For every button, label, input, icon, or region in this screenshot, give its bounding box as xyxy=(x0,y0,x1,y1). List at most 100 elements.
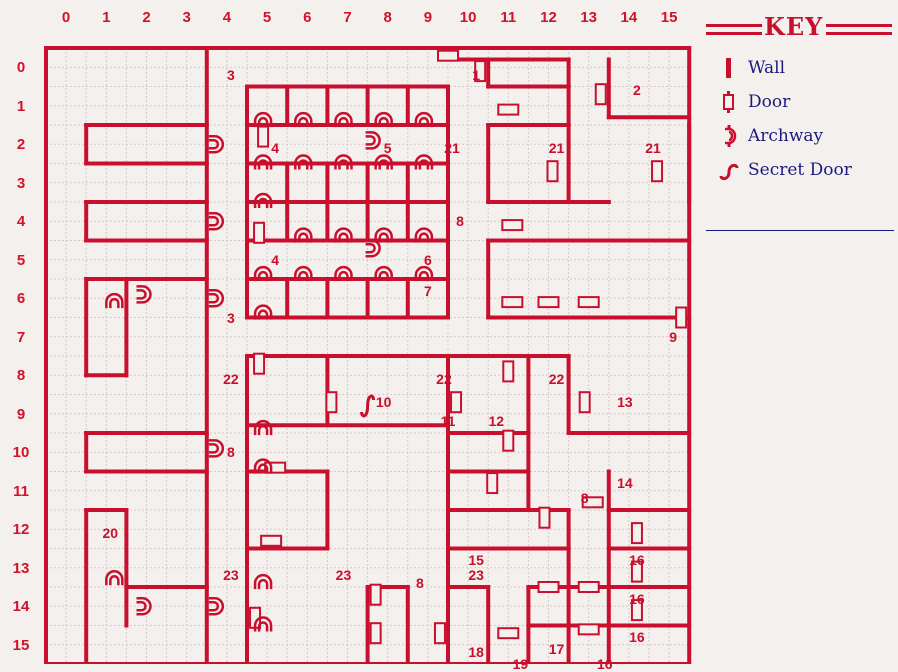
room-number-22: 22 xyxy=(223,371,239,388)
archway-icon xyxy=(294,265,313,282)
row-label: 8 xyxy=(16,367,26,385)
archway-icon xyxy=(334,111,353,128)
door-icon xyxy=(433,622,446,645)
column-label: 8 xyxy=(383,9,392,26)
map-walls xyxy=(44,46,692,664)
archway-icon xyxy=(253,458,273,474)
door-icon xyxy=(723,91,734,113)
archway-icon xyxy=(253,154,273,170)
door-icon xyxy=(546,160,559,183)
door-icon xyxy=(486,472,499,495)
archway-icon xyxy=(208,135,225,154)
room-number-17: 17 xyxy=(548,640,565,657)
room-number-3: 3 xyxy=(227,309,235,326)
archway-icon xyxy=(208,597,225,616)
key-label-secret-door: Secret Door xyxy=(748,160,852,180)
door-icon xyxy=(450,391,463,414)
column-label: 0 xyxy=(61,9,71,26)
door-icon xyxy=(651,160,664,183)
archway-icon xyxy=(374,227,393,243)
wall-icon xyxy=(726,58,731,78)
archway-icon xyxy=(208,439,225,458)
row-label: 5 xyxy=(16,251,26,269)
key-label-wall: Wall xyxy=(748,58,786,78)
row-label: 7 xyxy=(16,328,26,346)
column-label: 1 xyxy=(102,9,111,26)
row-label: 9 xyxy=(16,405,26,423)
door-icon xyxy=(497,103,520,116)
room-number-11: 11 xyxy=(440,413,456,430)
key-title: KEY xyxy=(696,10,898,50)
secret-door-icon xyxy=(360,394,376,418)
column-label: 9 xyxy=(423,9,433,26)
column-label: 14 xyxy=(620,9,638,26)
door-icon xyxy=(501,296,524,309)
room-number-2: 2 xyxy=(633,82,641,99)
row-label: 4 xyxy=(16,213,26,231)
room-number-5: 5 xyxy=(383,140,392,157)
archway-icon xyxy=(136,597,152,616)
door-icon xyxy=(437,49,459,62)
column-label: 11 xyxy=(500,9,517,26)
archway-icon xyxy=(105,292,124,309)
archway-icon xyxy=(253,192,273,208)
room-number-22: 22 xyxy=(436,371,452,388)
door-icon xyxy=(538,506,551,529)
room-number-1: 1 xyxy=(472,66,481,83)
archway-icon xyxy=(414,154,434,170)
archway-icon xyxy=(334,154,353,170)
archway-icon xyxy=(294,227,313,243)
archway-icon xyxy=(365,131,381,150)
row-label: 3 xyxy=(16,174,26,192)
room-number-14: 14 xyxy=(617,475,633,492)
room-number-21: 21 xyxy=(645,140,661,157)
archway-icon xyxy=(414,227,434,243)
door-icon xyxy=(502,360,515,383)
room-number-4: 4 xyxy=(271,251,280,268)
row-label: 1 xyxy=(16,97,26,115)
room-number-7: 7 xyxy=(423,282,432,299)
door-icon xyxy=(257,125,270,148)
door-icon xyxy=(264,461,287,474)
row-label: 14 xyxy=(12,598,30,616)
column-label: 10 xyxy=(459,9,477,26)
row-label: 10 xyxy=(12,444,30,462)
archway-icon xyxy=(365,238,381,258)
key-label-door: Door xyxy=(748,92,791,112)
column-label: 3 xyxy=(182,9,191,26)
room-number-19: 19 xyxy=(512,656,529,672)
door-icon xyxy=(537,296,560,309)
map-secret-doors xyxy=(360,394,376,418)
archway-icon xyxy=(294,111,313,128)
room-number-16: 16 xyxy=(629,590,645,607)
door-icon xyxy=(630,560,643,583)
archway-icon xyxy=(253,419,273,436)
room-number-21: 21 xyxy=(548,140,565,157)
archway-icon xyxy=(374,265,393,282)
door-icon xyxy=(501,219,524,232)
row-label: 2 xyxy=(16,136,26,154)
door-icon xyxy=(497,627,520,640)
door-icon xyxy=(537,581,560,593)
room-number-16: 16 xyxy=(596,656,613,672)
key-divider xyxy=(706,230,894,231)
door-icon xyxy=(581,496,604,509)
room-number-8: 8 xyxy=(227,444,235,461)
archway-icon xyxy=(414,265,434,282)
room-number-4: 4 xyxy=(271,140,280,157)
door-icon xyxy=(594,83,607,106)
column-label: 7 xyxy=(343,9,352,26)
map-archways xyxy=(105,111,434,632)
room-number-8: 8 xyxy=(580,490,589,507)
archway-icon xyxy=(294,154,313,170)
room-number-16: 16 xyxy=(629,629,645,646)
row-label: 6 xyxy=(16,290,26,308)
room-number-23: 23 xyxy=(468,567,484,584)
room-number-23: 23 xyxy=(335,567,352,584)
archway-icon xyxy=(414,111,434,128)
room-number-20: 20 xyxy=(102,525,119,542)
door-icon xyxy=(325,391,338,414)
room-number-23: 23 xyxy=(223,567,239,584)
archway-icon xyxy=(253,111,273,128)
